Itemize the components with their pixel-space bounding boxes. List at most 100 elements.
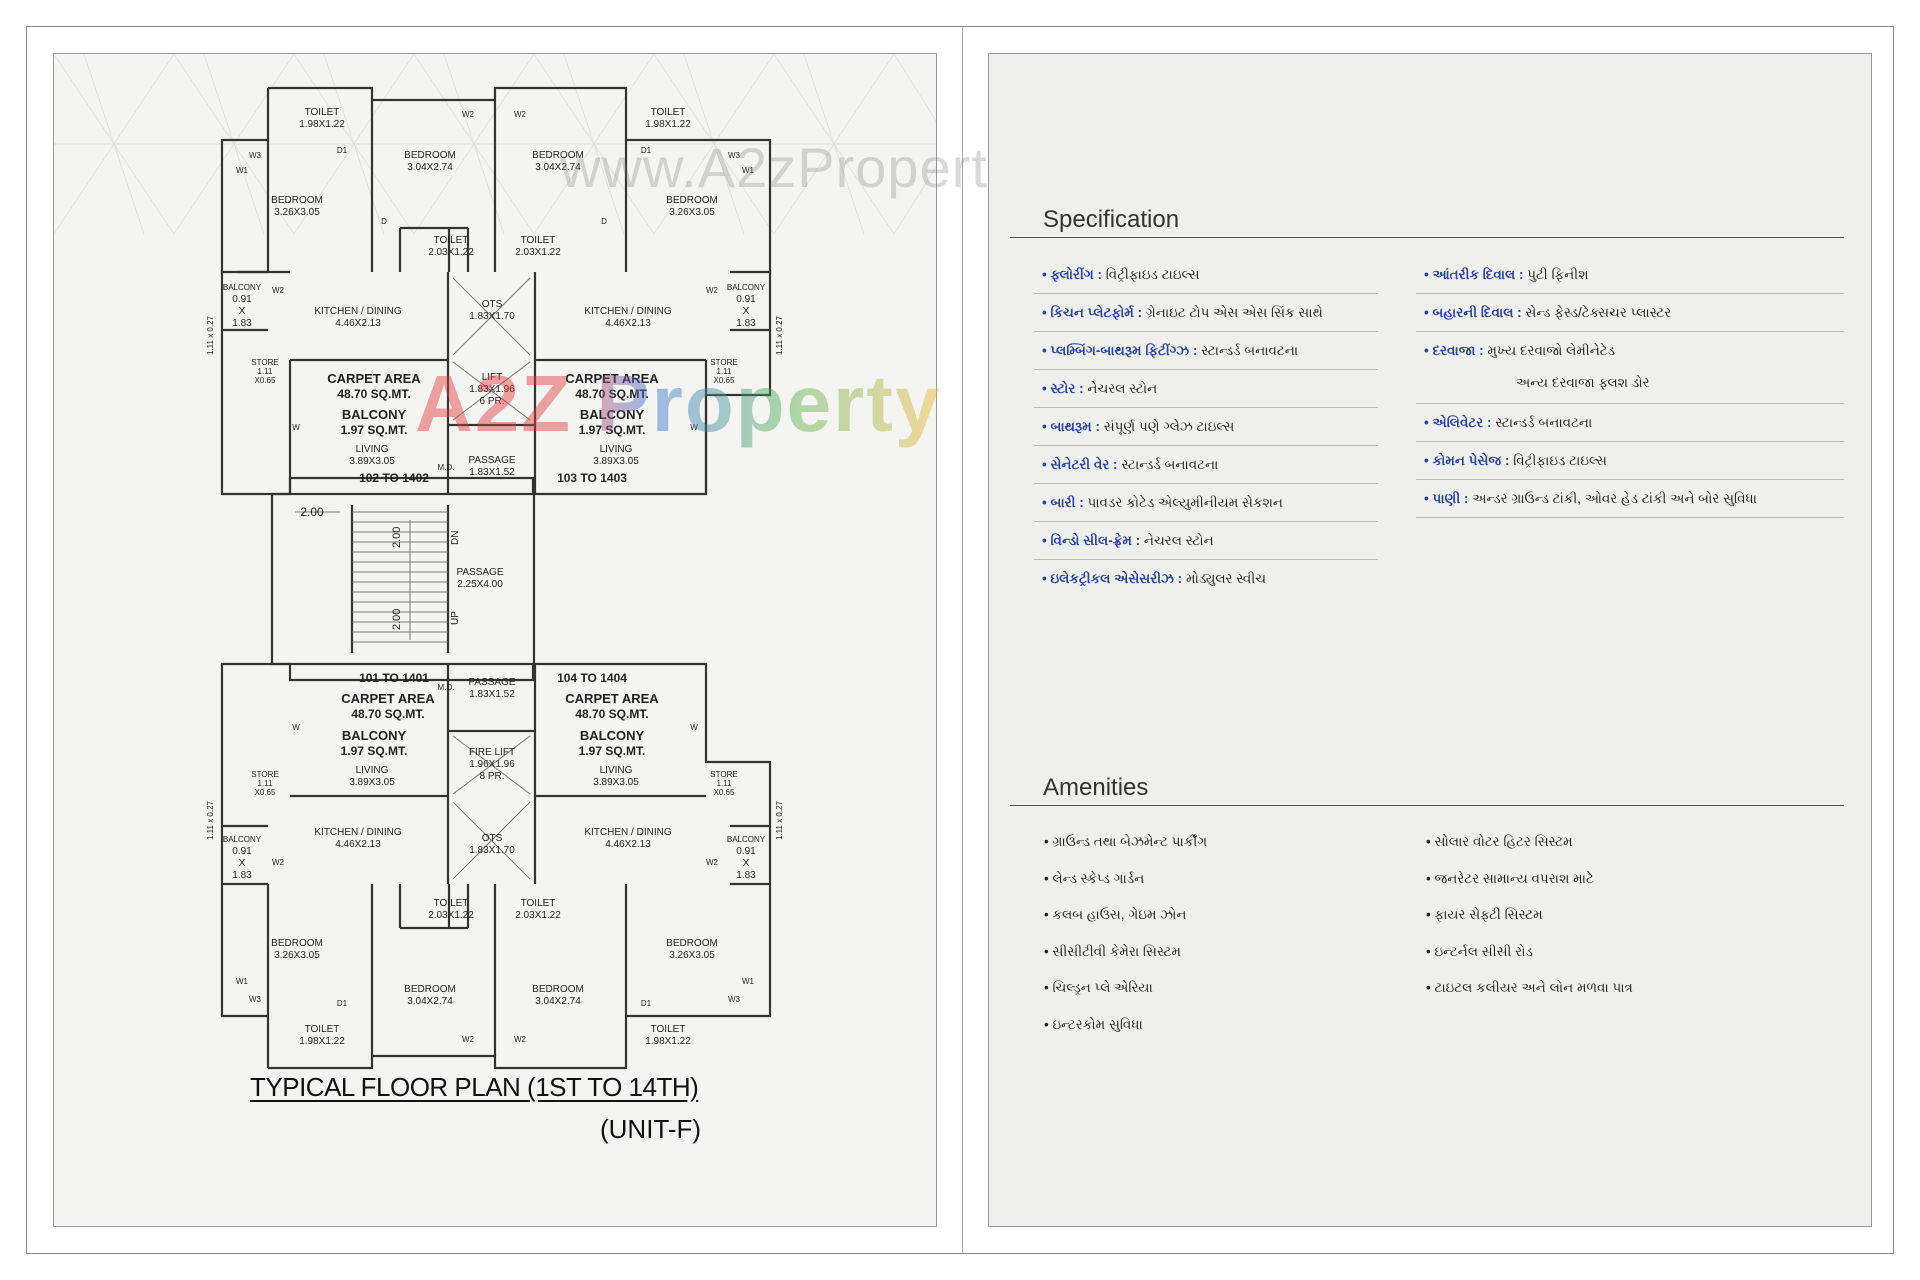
- kitchen-size: 4.46X2.13: [605, 318, 651, 329]
- spec-value: ગ્રેનાઇટ ટોપ એસ એસ સિંક સાથે: [1145, 305, 1323, 320]
- spec-key: • દરવાજા :: [1424, 343, 1484, 358]
- living-label: LIVING: [600, 444, 633, 455]
- balcony-dim: X: [239, 858, 246, 869]
- living-size: 3.89X3.05: [593, 777, 639, 788]
- window-mark: W2: [272, 858, 285, 867]
- spec-item: • બારી : પાવડર કોટેડ એલ્યુમીનીયમ સેકશન: [1034, 484, 1378, 522]
- toilet-label: TOILET: [434, 235, 469, 246]
- door-mark: D1: [337, 146, 348, 155]
- window-mark: W2: [706, 858, 719, 867]
- spec-item: • ઇલેકટ્રીકલ એસેસરીઝ : મોડ્યુલર સ્વીચ: [1034, 560, 1378, 598]
- bedroom-label: BEDROOM: [666, 195, 718, 206]
- kitchen-size: 4.46X2.13: [335, 318, 381, 329]
- carpet-area-value: 48.70 SQ.MT.: [575, 387, 648, 401]
- bedroom-size: 3.04X2.74: [535, 996, 581, 1007]
- kitchen-label: KITCHEN / DINING: [584, 827, 671, 838]
- toilet-label: TOILET: [651, 1024, 686, 1035]
- toilet-size: 2.03X1.22: [515, 247, 561, 258]
- specification-divider: [1010, 237, 1844, 238]
- balcony-dim: 1.83: [736, 318, 756, 329]
- door-mark: D1: [641, 146, 652, 155]
- bedroom-label: BEDROOM: [404, 150, 456, 161]
- carpet-area-value: 48.70 SQ.MT.: [351, 707, 424, 721]
- spec-item: • સેનેટરી વેર : સ્ટાન્ડર્ડ બનાવટના: [1034, 446, 1378, 484]
- bedroom-size: 3.04X2.74: [407, 996, 453, 1007]
- living-label: LIVING: [600, 765, 633, 776]
- window-mark: W2: [706, 286, 719, 295]
- floor-plan-subtitle: (UNIT-F): [600, 1114, 702, 1144]
- balcony-dim: 0.91: [736, 846, 756, 857]
- carpet-area-label: CARPET AREA: [565, 371, 659, 386]
- window-mark: W2: [514, 110, 527, 119]
- amenity-item: • ઇન્ટરકોમ સુવિધા: [1044, 1016, 1143, 1032]
- bedroom-label: BEDROOM: [532, 984, 584, 995]
- spec-item: • કોમન પેસેજ : વિટ્રીફાઇડ ટાઇલ્સ: [1416, 442, 1844, 480]
- spec-item: • બાથરૂમ : સંપૂર્ણ પણે ગ્લેઝ ટાઇલ્સ: [1034, 408, 1378, 446]
- balcony-label: BALCONY: [223, 835, 262, 844]
- balcony-dim: 1.83: [736, 870, 756, 881]
- side-dimension: 1.11 x 0.27: [775, 800, 784, 840]
- fire-lift-size: 1.96X1.96: [469, 759, 515, 770]
- door-mark: D1: [337, 999, 348, 1008]
- balcony-label: BALCONY: [223, 283, 262, 292]
- toilet-label: TOILET: [434, 898, 469, 909]
- passage-size: 1.83X1.52: [469, 467, 515, 478]
- stair-down-label: DN: [450, 531, 461, 545]
- unit-range: 104 TO 1404: [557, 671, 627, 685]
- spec-value: વિટ્રીફાઇડ ટાઇલ્સ: [1513, 453, 1607, 468]
- stair-up-label: UP: [450, 611, 461, 625]
- passage-label: PASSAGE: [456, 567, 503, 578]
- balcony-area-label: BALCONY: [342, 407, 407, 422]
- door-mark: D1: [641, 999, 652, 1008]
- bedroom-size: 3.04X2.74: [535, 162, 581, 173]
- window-mark: W: [690, 723, 698, 732]
- spec-key: • બારી :: [1042, 495, 1084, 510]
- specification-list-right: • આંતરીક દિવાલ : પુટી ફિનીશ • બહારની દિવ…: [1416, 256, 1844, 518]
- ots-label: OTS: [482, 833, 503, 844]
- amenity-item: • ગ્રાઉન્ડ તથા બેઝમેન્ટ પાર્કીંગ: [1044, 834, 1208, 849]
- spec-value: મોડ્યુલર સ્વીચ: [1185, 571, 1267, 586]
- carpet-area-value: 48.70 SQ.MT.: [575, 707, 648, 721]
- stair-dimension: 2.00: [391, 527, 403, 548]
- carpet-area-value: 48.70 SQ.MT.: [337, 387, 410, 401]
- toilet-size: 2.03X1.22: [428, 910, 474, 921]
- living-size: 3.89X3.05: [349, 456, 395, 467]
- balcony-area-label: BALCONY: [580, 407, 645, 422]
- balcony-label: BALCONY: [727, 283, 766, 292]
- window-mark: W3: [249, 995, 262, 1004]
- toilet-size: 2.03X1.22: [515, 910, 561, 921]
- bedroom-label: BEDROOM: [271, 195, 323, 206]
- amenity-item: • ચિલ્ડ્રન પ્લે એરિયા: [1044, 980, 1153, 996]
- toilet-label: TOILET: [521, 898, 556, 909]
- spec-value: વિટ્રીફાઇડ ટાઇલ્સ: [1105, 267, 1200, 282]
- fire-lift-capacity: 8 PR.: [479, 771, 504, 782]
- spec-value-continued: અન્ય દરવાજા ફ્લશ ડોર: [1516, 375, 1650, 390]
- lift-capacity: 6 PR.: [479, 396, 504, 407]
- passage-size: 1.83X1.52: [469, 689, 515, 700]
- unit-range: 101 TO 1401: [359, 671, 429, 685]
- spec-key: • કિચન પ્લેટફોર્મ :: [1042, 305, 1143, 320]
- amenity-item: • ટાઇટલ કલીયર અને લોન મળવા પાત્ર: [1426, 980, 1633, 996]
- carpet-area-label: CARPET AREA: [327, 371, 421, 386]
- balcony-label: BALCONY: [727, 835, 766, 844]
- store-dim: X0.65: [255, 376, 276, 385]
- specification-panel: [988, 53, 1872, 1227]
- spec-value: સ્ટાન્ડર્ડ બનાવટના: [1201, 343, 1299, 358]
- spec-key: • ઇલેકટ્રીકલ એસેસરીઝ :: [1042, 571, 1183, 586]
- store-dim: 1.11: [258, 367, 274, 376]
- toilet-label: TOILET: [651, 107, 686, 118]
- spec-item: • પાણી : અન્ડર ગ્રાઉન્ડ ટાંકી, ઓવર હેડ ટ…: [1416, 480, 1844, 518]
- geometric-pattern: [54, 54, 936, 235]
- fire-lift-label: FIRE LIFT: [469, 747, 515, 758]
- balcony-dim: 0.91: [736, 294, 756, 305]
- specification-list-left: • ફ્લોરીંગ : વિટ્રીફાઇડ ટાઇલ્સ • કિચન પ્…: [1034, 256, 1378, 598]
- bedroom-size: 3.26X3.05: [669, 950, 715, 961]
- side-dimension: 1.11 x 0.27: [206, 315, 215, 355]
- lift-label: LIFT: [482, 372, 503, 383]
- kitchen-label: KITCHEN / DINING: [314, 827, 401, 838]
- kitchen-label: KITCHEN / DINING: [314, 306, 401, 317]
- balcony-area-label: BALCONY: [342, 728, 407, 743]
- toilet-size: 1.98X1.22: [645, 119, 691, 130]
- floor-plan-title: TYPICAL FLOOR PLAN (1ST TO 14TH): [250, 1072, 699, 1102]
